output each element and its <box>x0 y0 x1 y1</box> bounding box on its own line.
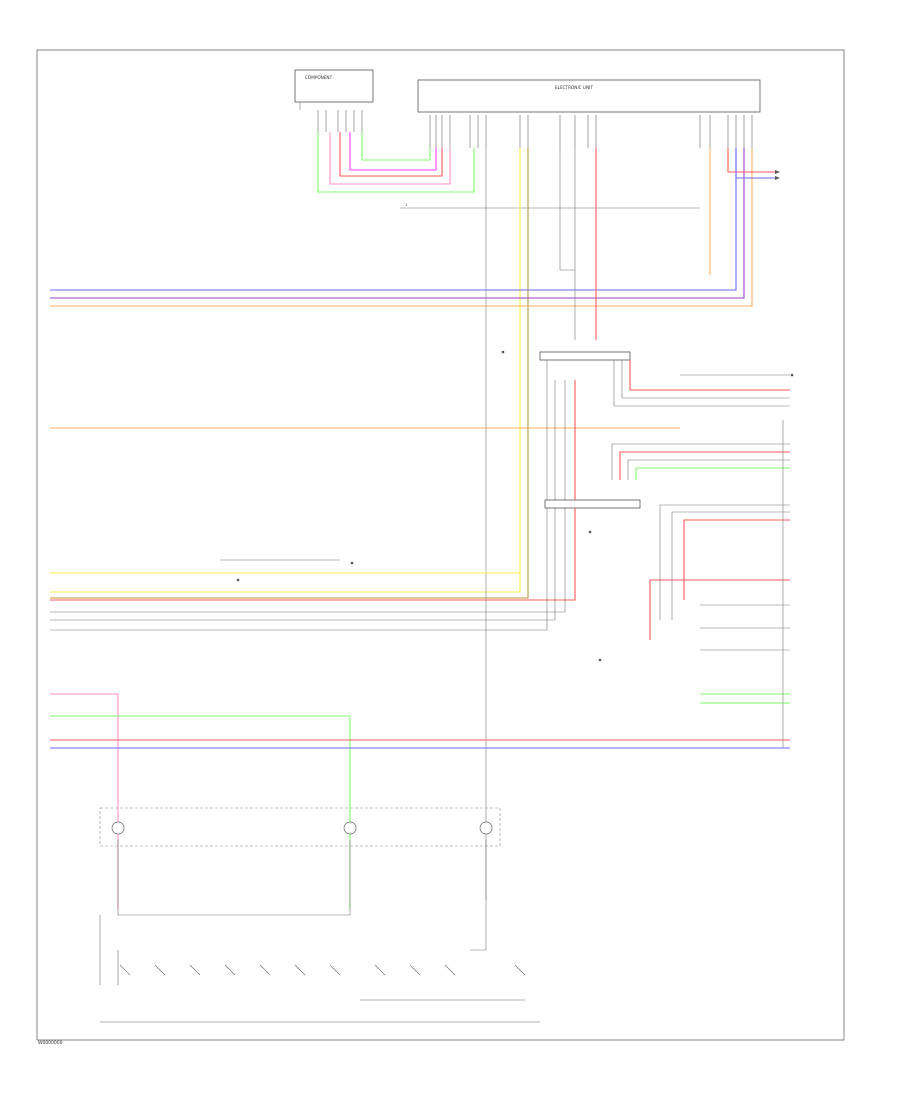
wire-red-lower-right <box>649 579 790 640</box>
center-connector-mid <box>544 499 641 509</box>
wire-pink-top <box>329 132 451 185</box>
wire-red-top <box>339 132 443 177</box>
wire-gray-center2 <box>559 148 575 271</box>
wire-green-right-mid <box>635 467 790 480</box>
wire-magenta-top <box>349 132 437 171</box>
wire-green2-top <box>361 132 431 161</box>
wire-purple-long <box>50 148 745 299</box>
right-connector-arrows <box>775 170 780 180</box>
wire-pink-lower <box>50 693 119 910</box>
center-connector-top <box>539 351 631 361</box>
wire-gray-right-mid2 <box>627 459 790 480</box>
wire-yellow-trunk <box>50 148 521 593</box>
wire-orange-long <box>50 148 753 307</box>
top-left-module[interactable]: COMPONENT <box>294 69 374 110</box>
switch-bank <box>100 950 540 1023</box>
wire-gray-right-mid <box>611 443 790 480</box>
wire-blue-right <box>50 148 737 291</box>
wire-gray-to-right2 <box>613 360 790 407</box>
figure-id: W0000000 <box>38 1041 63 1046</box>
fuse-box-outline <box>99 807 501 847</box>
wire-red-center-v <box>50 380 576 601</box>
sensor-left <box>111 821 125 835</box>
wire-gray-to-right <box>621 360 790 399</box>
sensor-middle <box>343 821 357 835</box>
svg-text:1: 1 <box>405 203 407 207</box>
wire-red-right-mid <box>619 451 790 480</box>
wire-red-right-top <box>727 148 775 173</box>
sensor-right <box>479 821 493 835</box>
wire-olive-trunk <box>50 148 529 599</box>
wire-green-lower <box>50 715 351 910</box>
wire-green-top <box>317 132 475 193</box>
wire-gray-lower-right2 <box>671 511 790 620</box>
wire-gray-center-v3 <box>50 360 548 631</box>
module-pins <box>317 110 753 148</box>
wire-gray-center-v <box>50 380 566 613</box>
wire-gray-lower-right <box>659 504 790 620</box>
wire-red-to-right <box>629 360 790 391</box>
wire-gray-center-v2 <box>50 380 556 621</box>
junction-dots <box>236 350 794 662</box>
top-left-module-title: COMPONENT <box>305 75 333 80</box>
top-right-module[interactable]: ELECTRONIC UNIT <box>417 79 761 113</box>
top-right-module-title: ELECTRONIC UNIT <box>555 85 593 90</box>
wire-blue-right-top <box>735 150 775 179</box>
wire-red-lower-right2 <box>683 519 790 600</box>
diagram-frame <box>36 49 845 1041</box>
